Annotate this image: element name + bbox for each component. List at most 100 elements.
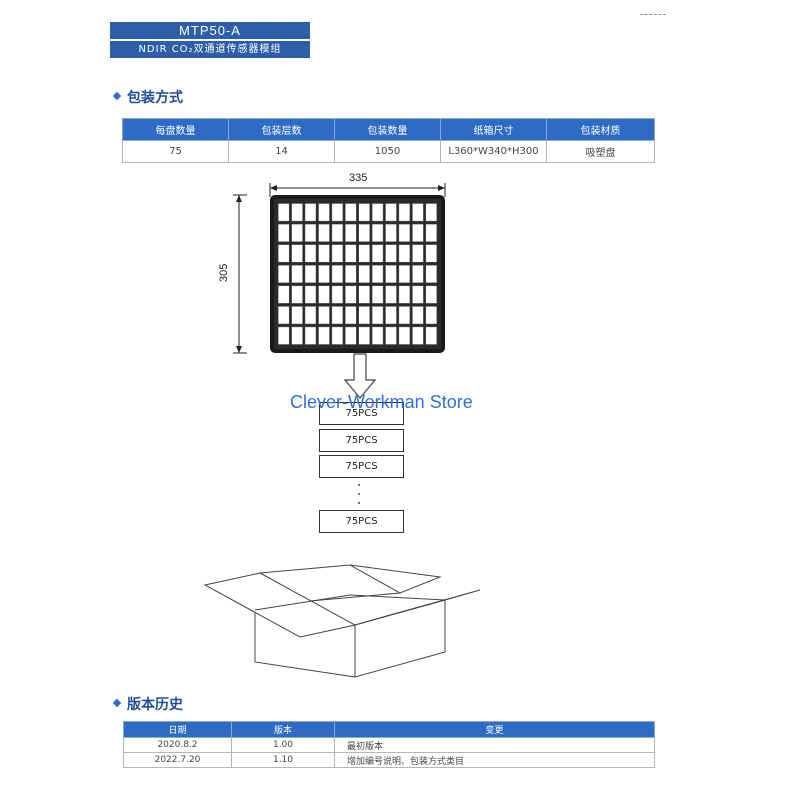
tray-pocket (358, 223, 370, 242)
tray-pocket (345, 285, 357, 304)
tray-pocket (291, 306, 303, 325)
table-cell: 最初版本 (334, 737, 655, 753)
tray-pocket (291, 203, 303, 222)
tray-pocket (291, 264, 303, 284)
tray-pocket (291, 223, 303, 242)
table-cell: 14 (228, 140, 335, 163)
tray-pocket (331, 285, 344, 304)
tray-pocket (358, 306, 370, 325)
packaging-table: 每盘数量 包装层数 包装数量 纸箱尺寸 包装材质 75 14 1050 L360… (122, 118, 655, 163)
tray-pocket (412, 306, 424, 325)
tray-pocket (331, 203, 344, 222)
tray-drawing (233, 183, 446, 354)
tray-pocket (398, 244, 411, 263)
table-cell: 增加编号说明、包装方式类目 (334, 752, 655, 768)
table-cell: 1.10 (231, 752, 335, 768)
model-subtitle: NDIR CO₂双通道传感器模组 (110, 41, 310, 58)
tray-pocket (358, 203, 370, 222)
tray-stack-box: 75PCS (319, 402, 404, 425)
diamond-bullet-icon (112, 698, 122, 708)
tray-pocket (371, 203, 384, 222)
tray-pocket (425, 326, 438, 345)
table-cell: 2020.8.2 (123, 737, 232, 753)
tray-stack-box: 75PCS (319, 510, 404, 533)
model-title: MTP50-A (110, 22, 310, 39)
corner-mark (640, 14, 666, 17)
table-header-row: 日期 版本 变更 (123, 721, 655, 738)
tray-pocket (385, 285, 397, 304)
carton-box-icon (203, 564, 481, 678)
tray-pocket (277, 285, 290, 304)
tray-pocket (318, 244, 330, 263)
tray-pocket (318, 264, 330, 284)
tray-pocket (345, 326, 357, 345)
tray-pocket (277, 306, 290, 325)
tray-pocket (425, 285, 438, 304)
tray-pocket (304, 203, 317, 222)
tray-pocket (358, 326, 370, 345)
tray-pocket (412, 264, 424, 284)
tray-height-label: 305 (218, 263, 230, 282)
tray-pocket (331, 264, 344, 284)
table-cell: 75 (122, 140, 229, 163)
tray-pocket (412, 203, 424, 222)
tray-pocket (318, 285, 330, 304)
tray-pocket (412, 244, 424, 263)
tray-pocket (425, 223, 438, 242)
column-header: 日期 (123, 721, 232, 738)
tray-pocket (277, 203, 290, 222)
table-row: 75 14 1050 L360*W340*H300 吸塑盘 (122, 140, 655, 163)
tray-pocket (304, 285, 317, 304)
tray-pocket (385, 244, 397, 263)
tray-pocket (398, 285, 411, 304)
column-header: 包装层数 (228, 118, 335, 141)
packaging-title-text: 包装方式 (127, 90, 183, 106)
tray-pocket (412, 285, 424, 304)
tray-pocket (277, 223, 290, 242)
tray-pocket (358, 244, 370, 263)
tray-pocket (277, 264, 290, 284)
tray-pocket (304, 326, 317, 345)
tray-pocket (371, 326, 384, 345)
tray-pocket (291, 244, 303, 263)
tray-pocket (398, 203, 411, 222)
tray-pocket (412, 326, 424, 345)
table-row: 2020.8.2 1.00 最初版本 (123, 737, 655, 753)
down-arrow-icon (343, 353, 377, 399)
column-header: 纸箱尺寸 (440, 118, 547, 141)
tray-pocket (385, 306, 397, 325)
tray-pocket (398, 264, 411, 284)
history-title-text: 版本历史 (127, 697, 183, 713)
tray-pocket (304, 223, 317, 242)
tray-pocket (385, 264, 397, 284)
tray-pocket (412, 223, 424, 242)
history-section-title: 版本历史 (112, 694, 183, 714)
tray-pocket (398, 223, 411, 242)
tray-pocket (304, 306, 317, 325)
table-cell: 吸塑盘 (546, 140, 655, 163)
tray-pocket (291, 285, 303, 304)
tray-pocket (358, 285, 370, 304)
ellipsis-dots-icon (358, 484, 360, 504)
table-header-row: 每盘数量 包装层数 包装数量 纸箱尺寸 包装材质 (122, 118, 655, 141)
table-cell: 1050 (334, 140, 441, 163)
tray-pocket (331, 326, 344, 345)
tray-pocket (345, 223, 357, 242)
tray-pocket (331, 306, 344, 325)
tray-stack-box: 75PCS (319, 455, 404, 478)
tray-pocket (277, 244, 290, 263)
tray-pocket (425, 264, 438, 284)
tray-pocket (371, 244, 384, 263)
tray-pocket (277, 326, 290, 345)
tray-pocket (371, 264, 384, 284)
tray-pocket (371, 223, 384, 242)
column-header: 每盘数量 (122, 118, 229, 141)
column-header: 包装材质 (546, 118, 655, 141)
tray-pocket (425, 203, 438, 222)
column-header: 版本 (231, 721, 335, 738)
tray-pocket (318, 223, 330, 242)
tray-pocket (385, 326, 397, 345)
tray-pocket (318, 203, 330, 222)
tray-pocket (291, 326, 303, 345)
tray-pocket (345, 244, 357, 263)
